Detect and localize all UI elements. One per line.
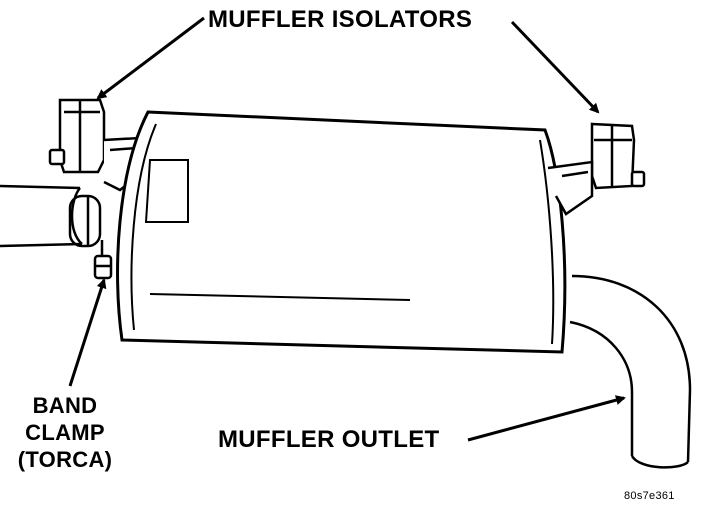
arrow-isolators-right (510, 20, 600, 114)
callout-arrows (68, 16, 626, 442)
right-muffler-isolator (547, 122, 646, 216)
band-clamp-label-line-3: (TORCA) (17, 447, 113, 472)
figure-code: 80s7e361 (624, 490, 675, 502)
band-clamp (93, 240, 113, 280)
inlet-pipe (0, 184, 102, 248)
muffler-body (116, 110, 567, 354)
outlet-pipe (569, 274, 692, 469)
left-muffler-isolator (48, 98, 150, 192)
band-clamp-label-line-2: CLAMP (25, 420, 105, 445)
band-clamp-label-line-1: BAND (32, 393, 98, 418)
muffler-isolators-label: MUFFLER ISOLATORS (208, 6, 473, 33)
arrow-isolators-left (96, 16, 205, 100)
band-clamp-label: BAND CLAMP (TORCA) (0, 392, 130, 473)
arrow-muffler-outlet (467, 395, 626, 442)
arrow-band-clamp (68, 278, 107, 387)
muffler-outlet-label: MUFFLER OUTLET (218, 426, 440, 453)
